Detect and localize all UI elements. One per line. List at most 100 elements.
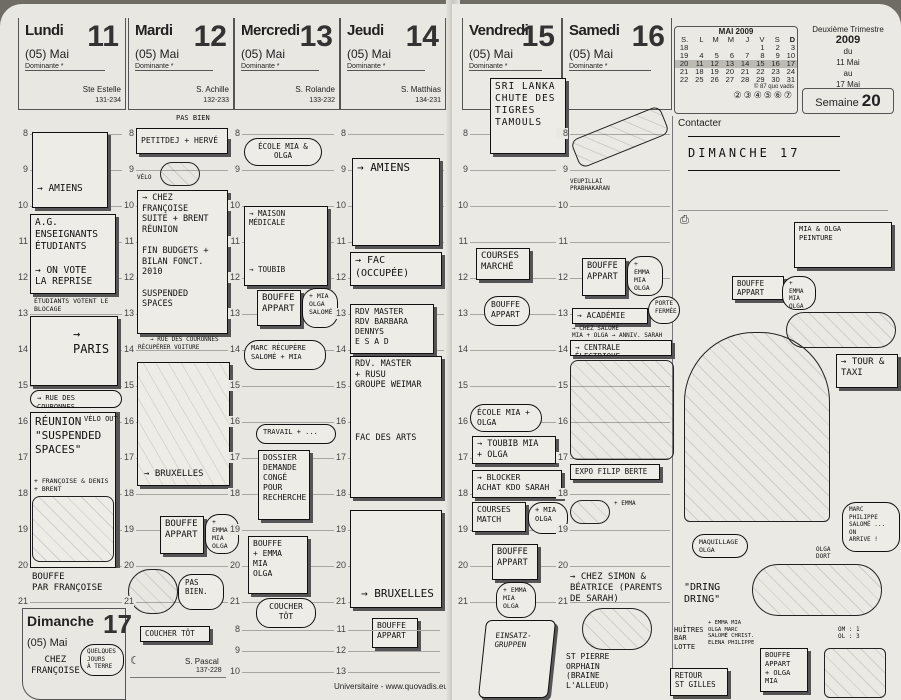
- car-sketch: [570, 500, 610, 524]
- hour-label: 18: [228, 488, 240, 499]
- note-tour-taxi: → Tour & Taxi: [836, 354, 898, 388]
- sunday-hour-label: 8: [228, 624, 240, 635]
- hour-line: [242, 672, 334, 673]
- hour-label: 13: [334, 308, 346, 319]
- hour-line: [470, 206, 560, 207]
- hour-label: 14: [334, 344, 346, 355]
- day-code: 134-231: [415, 97, 441, 104]
- hour-line: [242, 170, 338, 171]
- hour-label: 13: [456, 308, 468, 319]
- hour-label: 17: [456, 452, 468, 463]
- weekday-dots: ②③④⑤⑥⑦: [733, 90, 794, 100]
- hour-line: [348, 672, 440, 673]
- hour-line: [570, 602, 670, 603]
- day-name: Jeudi: [347, 22, 384, 39]
- hour-line: [348, 630, 440, 631]
- saint: Ste Estelle: [82, 85, 121, 94]
- note-amiens: → Amiens: [352, 158, 440, 246]
- hour-label: 20: [228, 560, 240, 571]
- hour-line: [242, 651, 334, 652]
- hour-line: [570, 386, 670, 387]
- hour-line: [136, 566, 232, 567]
- hour-label: 17: [228, 452, 240, 463]
- hour-label: 9: [16, 164, 28, 175]
- day-month: (05) Mai: [469, 47, 514, 61]
- note-chez-simon-beatrice: → Chez Simon & Béatrice (parents de Sara…: [570, 572, 663, 604]
- note-expo-filip-berte: Expo Filip Berte: [570, 464, 660, 480]
- hour-line: [30, 602, 126, 603]
- hour-label: 16: [122, 416, 134, 427]
- hour-label: 13: [122, 308, 134, 319]
- sunday-hour-label: 13: [334, 666, 346, 677]
- hour-line: [570, 422, 670, 423]
- note-dring-dring: "Dring Dring": [684, 582, 721, 605]
- hour-label: 18: [16, 488, 28, 499]
- contact-label: Contacter: [678, 118, 722, 129]
- fallen-tiger-sketch: [569, 105, 671, 169]
- hour-label: 11: [16, 236, 28, 247]
- note-maison-medicale: → Maison médicale → Toubib: [244, 206, 328, 286]
- day-number: 16: [631, 20, 665, 53]
- saint: S. Achille: [196, 85, 229, 94]
- day-name: Lundi: [25, 22, 64, 39]
- note-dossier-conge: Dossier Demande Congé Pour Recherche: [258, 450, 310, 520]
- calendar-title: MAI 2009: [718, 27, 754, 36]
- hour-label: 16: [228, 416, 240, 427]
- hour-line: [570, 134, 670, 135]
- hour-label: 9: [228, 164, 240, 175]
- hour-label: 15: [16, 380, 28, 391]
- hour-label: 14: [122, 344, 134, 355]
- note-marc-recupere: Marc récupère Salomé + Mia: [244, 340, 326, 370]
- hour-label: 12: [228, 272, 240, 283]
- hour-label: 16: [334, 416, 346, 427]
- day-month: (05) Mai: [241, 47, 286, 61]
- day-number: 11: [87, 20, 119, 53]
- note-velo-out: Vélo out: [84, 415, 118, 423]
- note-prabhakaran: Veupillai Prabhakaran: [570, 178, 610, 193]
- note-laptop-einsatzgruppen: Einsatz- gruppen: [477, 620, 557, 698]
- sick-man-sketch: [128, 569, 178, 614]
- hour-label: 8: [456, 128, 468, 139]
- note-recuperer-voiture: Récupérer voiture: [138, 344, 200, 351]
- seafood-platter-sketch: [582, 608, 652, 650]
- note-coucher-tot: Coucher tôt: [140, 626, 210, 642]
- day-month: (05) Mai: [569, 47, 614, 61]
- hour-label: 19: [334, 524, 346, 535]
- hour-label: 11: [334, 236, 346, 247]
- note-amiens: → Amiens: [32, 132, 108, 208]
- note-mia-olga-peinture: Mia & Olga Peinture: [794, 222, 892, 268]
- note-travail: Travail + ...: [256, 424, 336, 444]
- sunday-month: (05) Mai: [27, 637, 68, 649]
- day-number: 12: [193, 20, 227, 53]
- saint: S. Matthias: [400, 85, 441, 94]
- hour-line: [136, 350, 232, 351]
- hour-label: 16: [556, 416, 568, 427]
- hour-label: 10: [456, 200, 468, 211]
- hour-label: 18: [456, 488, 468, 499]
- scooter-sketch: [160, 162, 200, 186]
- hour-label: 19: [16, 524, 28, 535]
- hour-line: [570, 530, 670, 531]
- dominante: Dominante *: [241, 63, 320, 71]
- hour-label: 19: [228, 524, 240, 535]
- note-emma-mia-olga: + Emma Mia Olga: [782, 276, 816, 310]
- hour-label: 9: [334, 164, 346, 175]
- hour-line: [30, 386, 126, 387]
- note-bouffe-appart: Bouffe Appart: [582, 258, 626, 296]
- hour-line: [470, 170, 560, 171]
- note-football-score: OM : 1 OL : 3: [838, 626, 860, 641]
- hour-label: 10: [556, 200, 568, 211]
- hour-label: 20: [334, 560, 346, 571]
- calendar-copyright: © 87 quo vadis: [753, 84, 794, 90]
- hour-label: 10: [122, 200, 134, 211]
- hour-label: 15: [556, 380, 568, 391]
- hour-label: 10: [334, 200, 346, 211]
- sunday-hour-label: 9: [228, 645, 240, 656]
- note-rdv-master: RDV Master RDV Barbara Dennys E S A D: [350, 304, 434, 354]
- hour-label: 12: [456, 272, 468, 283]
